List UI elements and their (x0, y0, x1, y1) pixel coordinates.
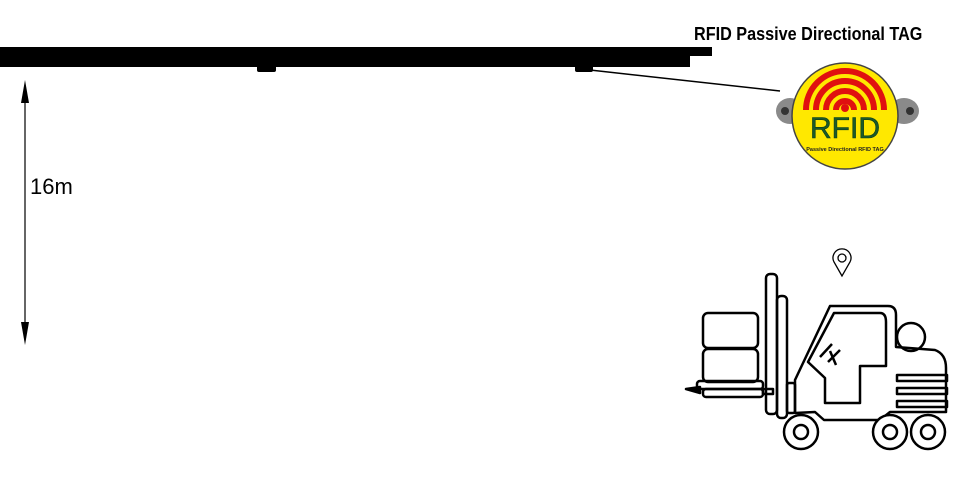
rfid-tag-image: RFID Passive Directional RFID TAG (776, 62, 919, 170)
height-arrow (21, 80, 29, 345)
location-pin-icon (832, 248, 852, 278)
ceiling-beam (0, 47, 712, 67)
callout-line (589, 69, 781, 92)
reader-mount-1 (257, 64, 276, 72)
reader-mount-2 (575, 64, 593, 72)
forklift-icon (684, 272, 949, 451)
tag-caption: Passive Directional RFID TAG (806, 147, 884, 153)
diagram-title: RFID Passive Directional TAG (694, 24, 923, 44)
tag-logo-text: RFID (810, 112, 880, 145)
height-label: 16m (30, 174, 73, 199)
